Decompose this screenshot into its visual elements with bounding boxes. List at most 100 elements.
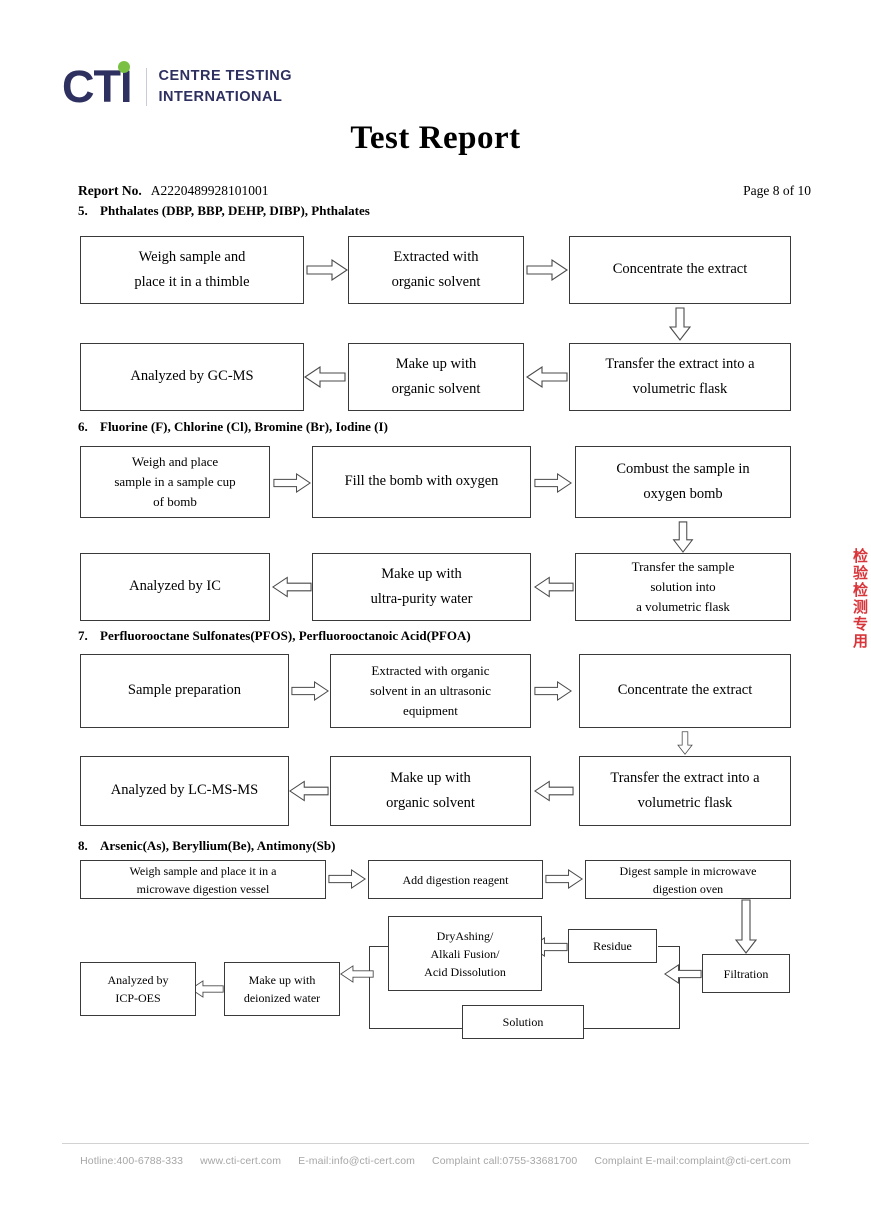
node-line: a volumetric flask (636, 599, 730, 615)
flow-node-weigh-sample-cup-bomb: Weigh and place sample in a sample cup o… (80, 446, 270, 518)
flow-node-sample-preparation: Sample preparation (80, 654, 289, 728)
report-number: Report No. A2220489928101001 (78, 183, 269, 199)
section-number-5: 5. (78, 203, 88, 218)
node-line: Make up with (395, 355, 477, 372)
node-line: Concentrate the extract (612, 261, 748, 278)
footer-divider (62, 1143, 809, 1144)
node-line: Digest sample in microwave (619, 863, 757, 878)
flow-node-analyzed-icpoes: Analyzed by ICP-OES (80, 962, 196, 1016)
flow-node-analyzed-lcmsms: Analyzed by LC-MS-MS (80, 756, 289, 826)
connector-line (369, 946, 370, 1028)
official-seal-stamp: 检验检测专用 (851, 548, 869, 650)
arrow-down-icon (668, 307, 692, 341)
node-line: digestion oven (652, 881, 724, 896)
section-heading-5: 5. Phthalates (DBP, BBP, DEHP, DIBP), Pht… (78, 203, 370, 219)
node-line: Extracted with (393, 248, 479, 265)
flow-node-residue: Residue (568, 929, 657, 963)
arrow-down-icon (674, 731, 696, 755)
flow-node-transfer-sample-solution-flask: Transfer the sample solution into a volu… (575, 553, 791, 621)
node-line: solvent in an ultrasonic (370, 682, 491, 698)
page-title: Test Report (350, 120, 521, 156)
flow-node-analyzed-ic: Analyzed by IC (80, 553, 270, 621)
arrow-right-icon (526, 258, 568, 282)
node-line: Weigh sample and (138, 248, 246, 265)
node-line: Weigh and place (131, 453, 219, 469)
arrow-left-icon (526, 365, 568, 389)
flow-node-make-up-deionized-water: Make up with deionized water (224, 962, 340, 1016)
connector-line (369, 1028, 463, 1029)
node-line: organic solvent (391, 274, 481, 290)
arrow-left-icon (304, 365, 346, 389)
node-line: sample in a sample cup (114, 473, 236, 489)
node-line: Analyzed by LC-MS-MS (110, 782, 259, 799)
node-line: microwave digestion vessel (136, 881, 270, 896)
arrow-left-icon (664, 964, 702, 984)
arrow-left-icon (534, 576, 574, 598)
node-line: solution into (650, 578, 716, 594)
node-line: volumetric flask (637, 795, 733, 811)
section-heading-6: 6.Fluorine (F), Chlorine (Cl), Bromine (… (78, 419, 388, 435)
flow-node-dryashing-alkali-acid: DryAshing/ Alkali Fusion/ Acid Dissoluti… (388, 916, 542, 991)
node-line: Transfer the extract into a (605, 355, 755, 372)
flow-node-add-digestion-reagent: Add digestion reagent (368, 860, 543, 899)
node-line: Concentrate the extract (617, 682, 753, 699)
flow-node-concentrate-extract-7: Concentrate the extract (579, 654, 791, 728)
node-line: Residue (593, 939, 632, 953)
arrow-right-icon (291, 680, 329, 702)
flow-node-weigh-sample-thimble: Weigh sample and place it in a thimble (80, 236, 304, 304)
footer-complaint-email: Complaint E-mail:complaint@cti-cert.com (594, 1155, 791, 1167)
node-line: organic solvent (391, 381, 481, 397)
page-indicator: Page 8 of 10 (743, 183, 811, 198)
node-line: ICP-OES (115, 991, 161, 1005)
report-number-value: A2220489928101001 (150, 183, 269, 198)
flow-node-fill-bomb-oxygen: Fill the bomb with oxygen (312, 446, 531, 518)
node-line: Make up with (248, 973, 316, 987)
flow-node-combust-sample-oxygen-bomb: Combust the sample in oxygen bomb (575, 446, 791, 518)
flow-node-transfer-extract-flask-7: Transfer the extract into a volumetric f… (579, 756, 791, 826)
flow-node-digest-microwave-oven: Digest sample in microwave digestion ove… (585, 860, 791, 899)
arrow-right-icon (534, 472, 572, 494)
node-line: Combust the sample in (616, 460, 750, 477)
flow-node-weigh-microwave-vessel: Weigh sample and place it in a microwave… (80, 860, 326, 899)
node-line: Alkali Fusion/ (430, 946, 500, 961)
flow-node-make-up-ultra-purity-water: Make up with ultra-purity water (312, 553, 531, 621)
arrow-down-icon (734, 899, 758, 954)
connector-line (584, 1028, 680, 1029)
cti-logo: CTI CENTRE TESTING INTERNATIONAL (62, 61, 292, 109)
node-line: equipment (403, 703, 458, 719)
section-title-5: Phthalates (DBP, BBP, DEHP, DIBP), Phtha… (100, 203, 370, 218)
node-line: Extracted with organic (371, 662, 490, 678)
flow-node-concentrate-extract-5: Concentrate the extract (569, 236, 791, 304)
node-line: Acid Dissolution (424, 964, 506, 979)
arrow-right-icon (534, 680, 572, 702)
cti-logo-wordmark: CENTRE TESTING INTERNATIONAL (159, 66, 292, 107)
node-line: organic solvent (386, 795, 475, 811)
node-line: Solution (502, 1015, 544, 1029)
node-line: ultra-purity water (370, 591, 473, 607)
flow-node-solution: Solution (462, 1005, 584, 1039)
node-line: Fill the bomb with oxygen (344, 473, 499, 490)
flow-node-make-up-organic-solvent-7: Make up with organic solvent (330, 756, 531, 826)
connector-line (658, 946, 680, 947)
node-line: oxygen bomb (643, 486, 723, 502)
logo-divider (145, 67, 147, 106)
connector-line (369, 946, 389, 947)
node-line: Analyzed by GC-MS (130, 368, 254, 385)
arrow-left-icon (340, 964, 374, 984)
flow-node-filtration: Filtration (702, 954, 790, 993)
section-number-6: 6. (78, 419, 88, 434)
footer-website: www.cti-cert.com (200, 1155, 282, 1167)
flow-node-transfer-extract-flask-5: Transfer the extract into a volumetric f… (569, 343, 791, 411)
flow-node-extracted-organic-solvent: Extracted with organic solvent (348, 236, 524, 304)
flow-node-make-up-organic-solvent-5: Make up with organic solvent (348, 343, 524, 411)
footer-complaint-call: Complaint call:0755-33681700 (432, 1155, 578, 1167)
cti-logo-line1: CENTRE TESTING (158, 67, 292, 84)
section-title-7: Perfluorooctane Sulfonates(PFOS), Perflu… (100, 628, 471, 643)
node-line: Transfer the extract into a (610, 769, 760, 786)
report-meta: Report No. A2220489928101001 Page 8 of 10 (78, 183, 811, 199)
arrow-right-icon (306, 258, 348, 282)
report-number-label: Report No. (78, 183, 142, 198)
node-line: Add digestion reagent (402, 872, 509, 887)
arrow-right-icon (545, 869, 583, 889)
